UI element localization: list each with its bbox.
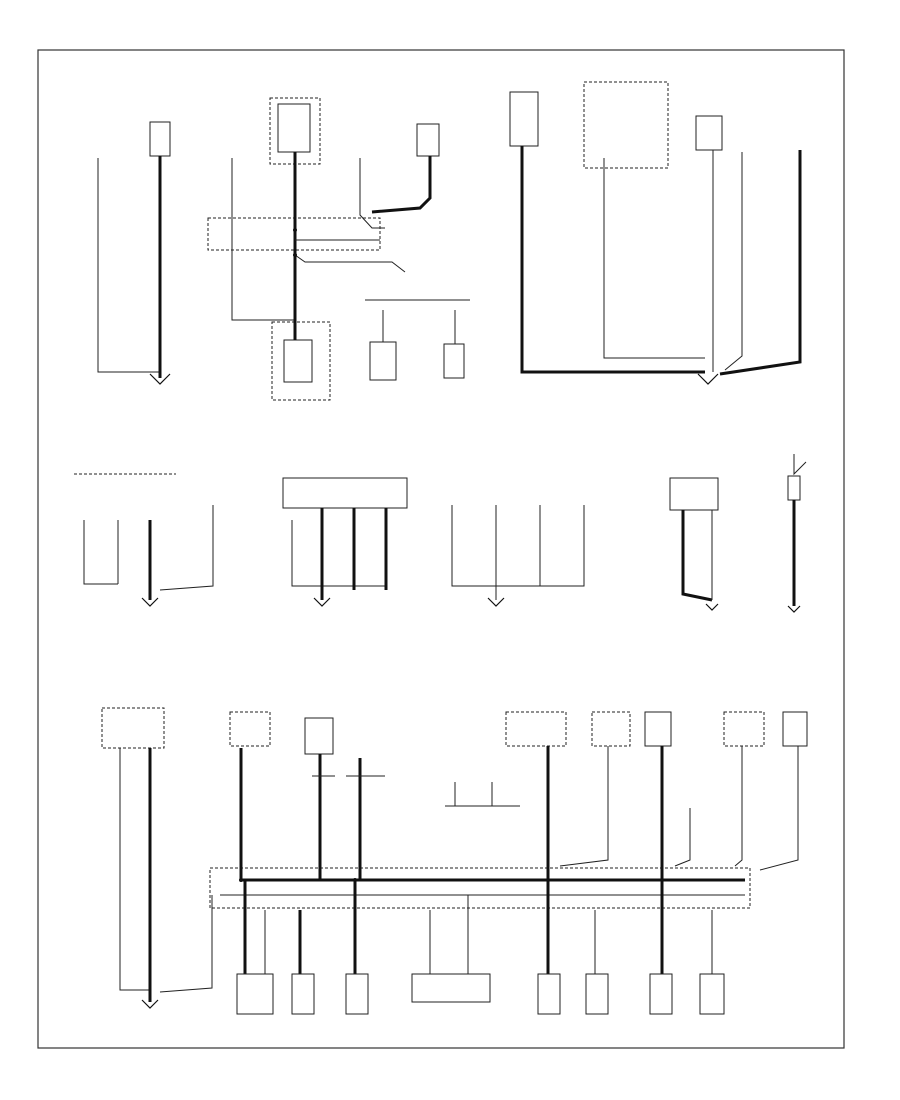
wire-heavy: [520, 146, 705, 374]
component-box: [411, 973, 491, 1003]
wire: [724, 152, 743, 371]
wire: [495, 505, 541, 600]
component-box: [149, 121, 171, 157]
wire-heavy: [681, 510, 713, 602]
component-box: [644, 711, 672, 747]
wire: [83, 520, 119, 585]
ground-symbol: [141, 597, 159, 607]
ground-symbol: [149, 373, 171, 385]
splice-dot: [293, 253, 297, 257]
module-outline: [583, 81, 669, 169]
wire: [451, 505, 585, 587]
splice-pack: [209, 867, 751, 909]
wire: [264, 895, 713, 975]
component-box: [277, 103, 311, 153]
component-box: [236, 973, 274, 1015]
component-box: [345, 973, 369, 1015]
component-box: [283, 339, 313, 383]
component-box: [291, 973, 315, 1015]
module-outline: [505, 711, 567, 747]
component-box: [304, 717, 334, 755]
module-outline: [591, 711, 631, 747]
wire: [231, 158, 295, 321]
section-top-right: [509, 81, 802, 385]
component-box: [537, 973, 561, 1015]
module-outline: [229, 711, 271, 747]
wire: [159, 505, 214, 591]
component-box: [782, 711, 808, 747]
wire-heavy: [239, 746, 664, 880]
wire: [291, 520, 386, 587]
ground-symbol: [141, 999, 159, 1009]
component-box: [669, 477, 719, 511]
wire: [294, 254, 406, 273]
splice-dot: [660, 878, 664, 882]
wire: [674, 808, 691, 867]
component-box: [695, 115, 723, 151]
component-box: [416, 123, 440, 157]
component-box: [699, 973, 725, 1015]
wire-heavy: [320, 508, 388, 600]
wire: [97, 158, 160, 373]
component-box: [443, 343, 465, 379]
wire: [159, 895, 213, 993]
ground-symbol: [697, 373, 719, 385]
ground-symbol: [487, 597, 505, 607]
wire: [793, 454, 807, 476]
wire: [382, 310, 456, 344]
wire-heavy: [371, 156, 432, 214]
component-box: [649, 973, 673, 1015]
splice-dot: [239, 878, 243, 882]
wire: [559, 746, 799, 871]
ground-symbol: [705, 603, 719, 611]
component-box: [585, 973, 609, 1015]
module-outline: [723, 711, 765, 747]
splice-dot: [293, 228, 297, 232]
module-outline: [271, 321, 331, 401]
section-middle: [74, 454, 807, 613]
wire: [445, 782, 520, 807]
wire-heavy: [243, 880, 664, 975]
component-box: [369, 341, 397, 381]
module-outline: [101, 707, 165, 749]
wire-heavy: [719, 150, 802, 376]
wire: [359, 158, 385, 229]
component-box: [509, 91, 539, 147]
wire: [603, 158, 705, 359]
section-bottom: [101, 228, 808, 1015]
wire: [119, 748, 150, 991]
component-box: [787, 475, 801, 501]
ground-symbol: [313, 597, 331, 607]
ground-symbol: [787, 605, 801, 613]
component-box: [282, 477, 408, 509]
section-top-left: [97, 97, 470, 401]
splice-dot: [353, 878, 357, 882]
splice-dot: [546, 878, 550, 882]
diagram-border: [37, 49, 845, 1049]
